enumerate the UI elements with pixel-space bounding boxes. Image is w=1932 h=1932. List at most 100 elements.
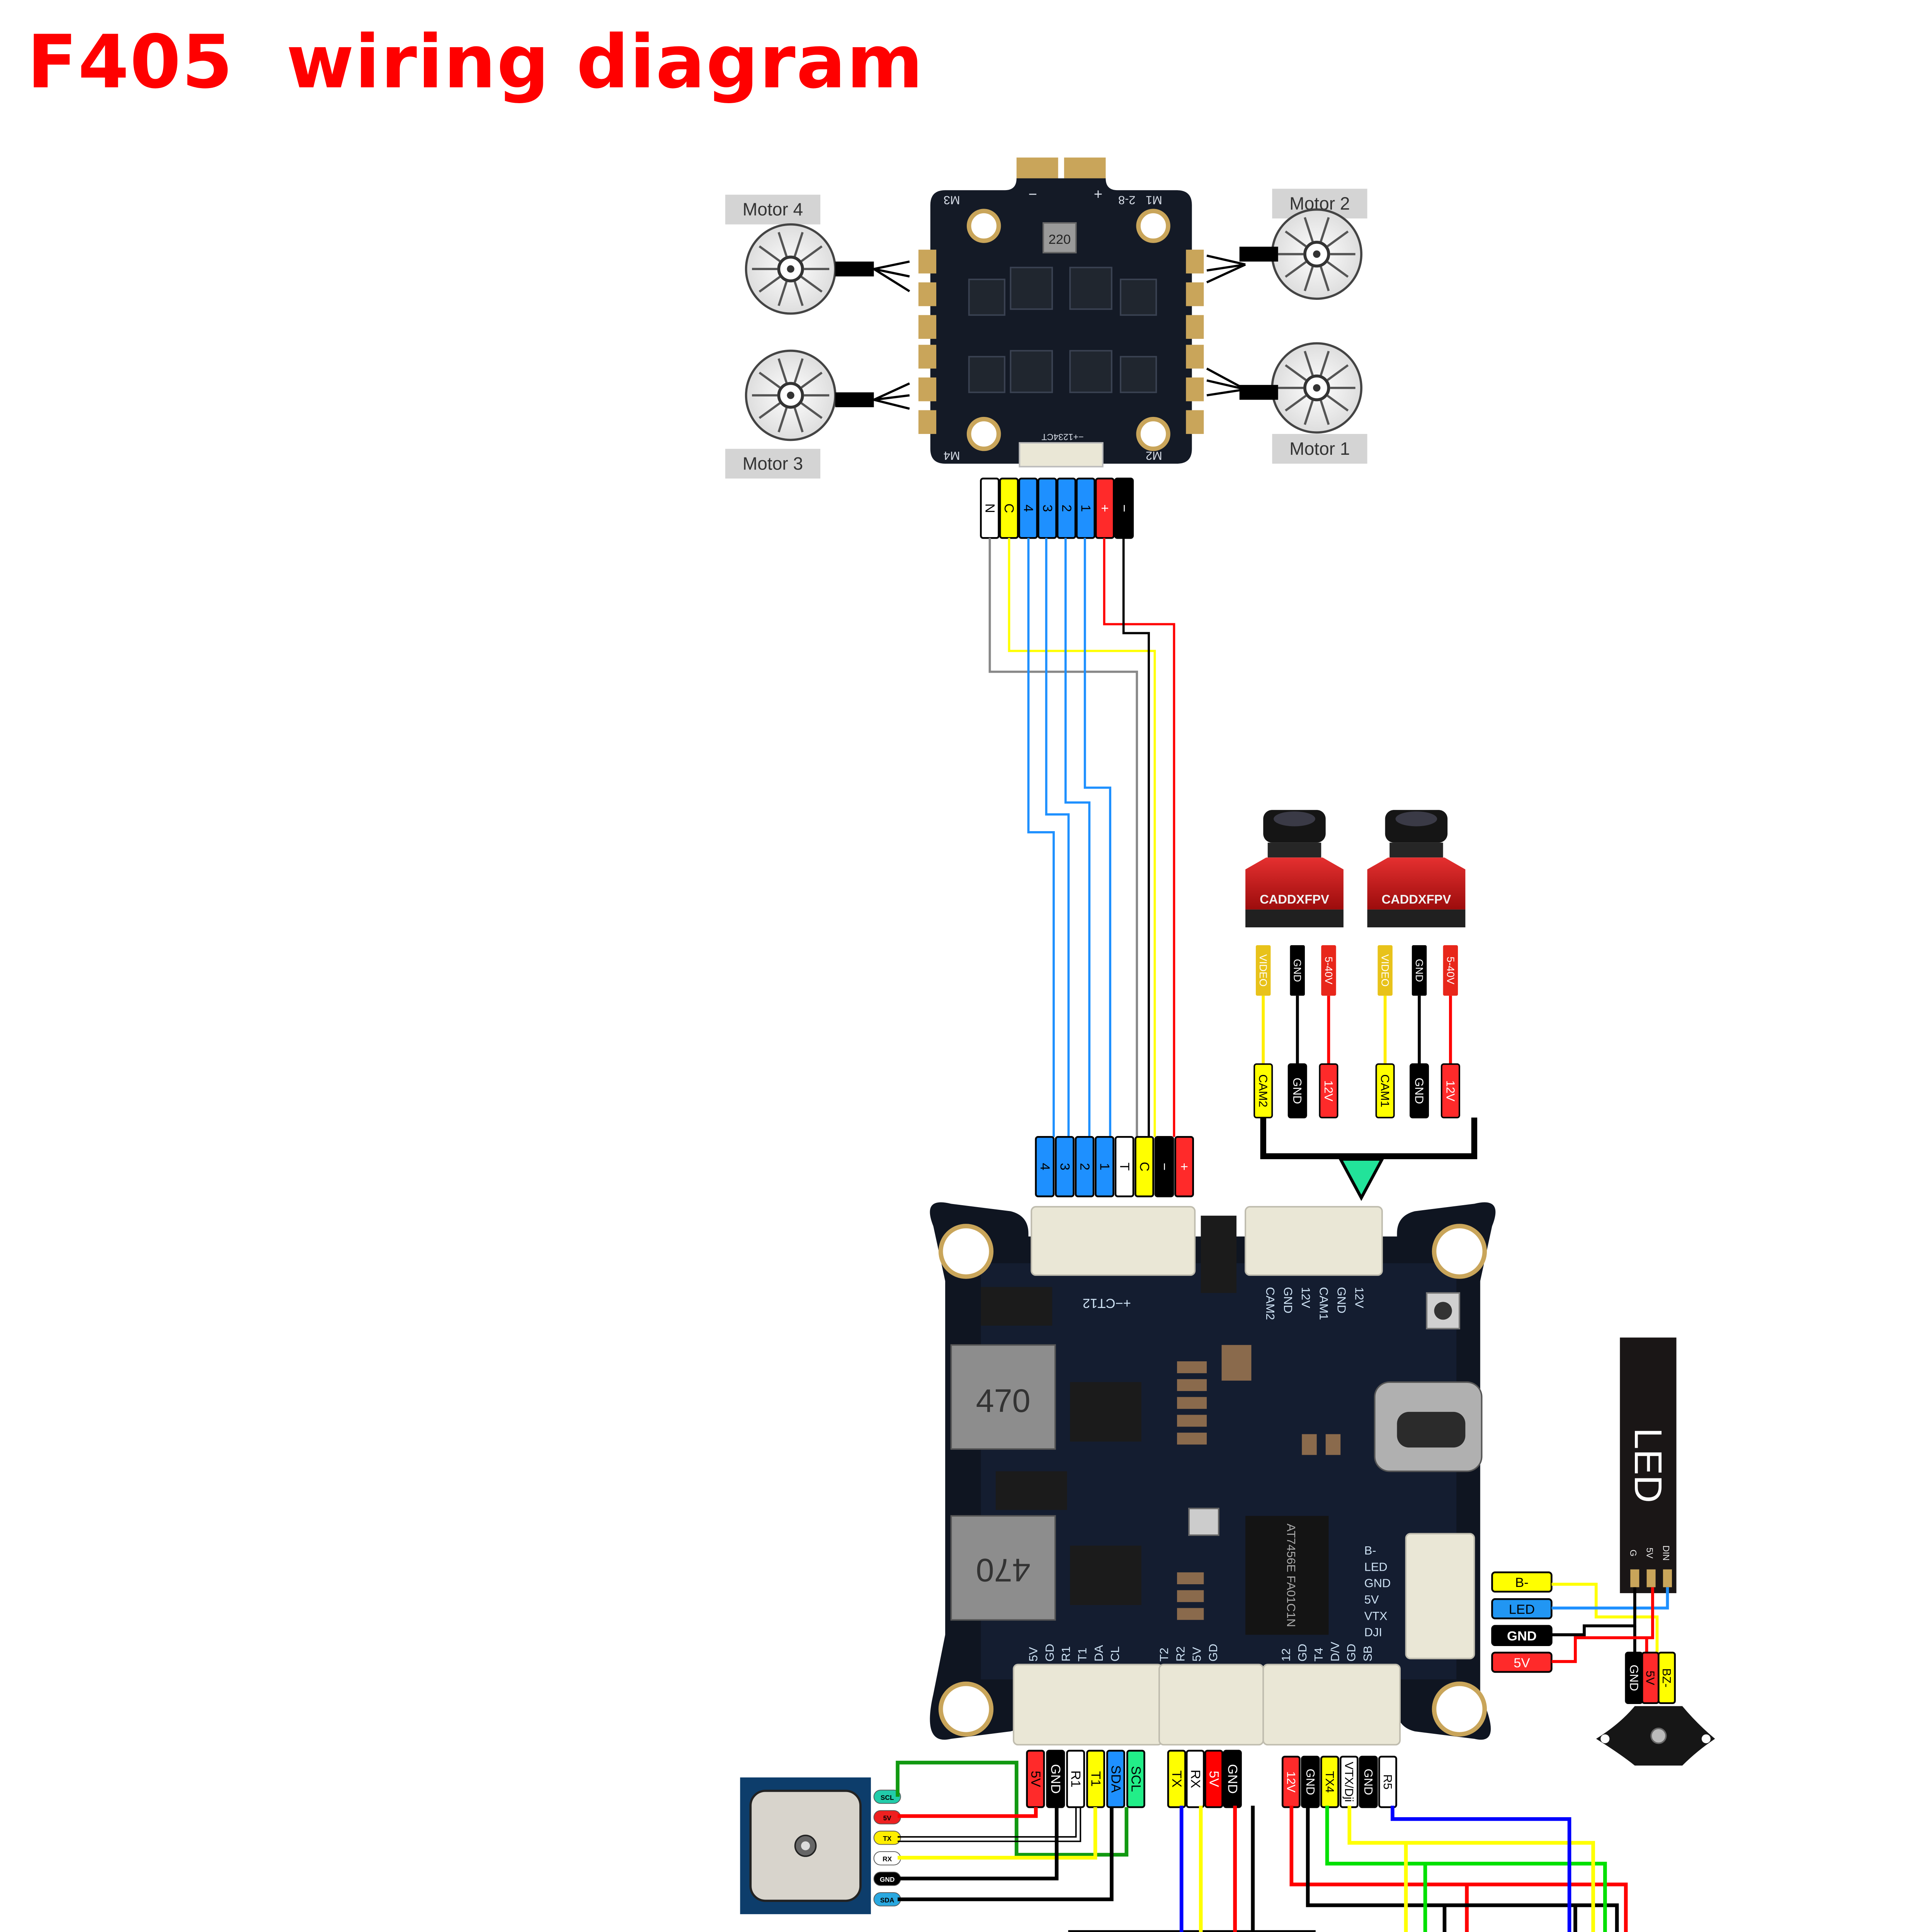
fc-inductor-1 bbox=[950, 1344, 1056, 1450]
rx-wires bbox=[1068, 1806, 1316, 1932]
camera-fc-pin-pad bbox=[1319, 1063, 1338, 1119]
fc-osd-chip-label: AT7456E FA01C1N bbox=[1284, 1524, 1298, 1627]
fc-esc-pad-pad bbox=[1174, 1136, 1194, 1197]
wire-tx-bus bbox=[1179, 1806, 1184, 1932]
fc-esc-pad-label: 3 bbox=[1057, 1163, 1072, 1170]
fc-led-connector bbox=[1405, 1533, 1475, 1660]
gps-pin bbox=[873, 1830, 901, 1845]
led-strip-pin-label: 5V bbox=[1645, 1548, 1655, 1559]
wire-m1 bbox=[1083, 538, 1111, 1137]
fc-silk-esc-conn: +−CT12 bbox=[1083, 1296, 1131, 1311]
camera-base bbox=[1245, 909, 1344, 927]
esc-pad-label: C bbox=[1002, 503, 1016, 513]
wire-gnd bbox=[898, 1807, 1059, 1881]
fc-silk-cam-pin: 12V bbox=[1353, 1287, 1366, 1308]
motor-phase-wire bbox=[873, 398, 910, 410]
camera-bracket bbox=[1260, 1117, 1478, 1201]
fc-vtx-pin-1: GND bbox=[1301, 1755, 1320, 1808]
esc-pad-label: N bbox=[983, 503, 997, 513]
wire-sda bbox=[898, 1807, 1114, 1901]
fc-esc-pad-label: C bbox=[1137, 1162, 1152, 1172]
fc-esc-pad-pad bbox=[1095, 1136, 1114, 1197]
fc-gps-pin-label: 5V bbox=[1028, 1771, 1043, 1787]
fc-gps-pin-pad bbox=[1126, 1750, 1145, 1808]
esc-chips bbox=[968, 267, 1157, 393]
fc-silk-right-pin: LED bbox=[1364, 1560, 1388, 1573]
fc-silk-pin: T4 bbox=[1312, 1648, 1325, 1662]
fc-crystal bbox=[1188, 1507, 1219, 1536]
fc-led-pin-label: B- bbox=[1515, 1575, 1529, 1590]
fc-silk-pin: GD bbox=[1206, 1644, 1220, 1662]
fc-camera-connector bbox=[1245, 1206, 1383, 1276]
buzzer-pin-label: 5V bbox=[1644, 1670, 1657, 1685]
fc-silk-pin: CL bbox=[1108, 1646, 1122, 1662]
fc-vtx-pin-label: 12V bbox=[1284, 1771, 1298, 1793]
buzzer-pin-pad bbox=[1658, 1651, 1676, 1704]
usb-c-port-inner bbox=[1397, 1412, 1466, 1448]
gps-pin-label: 5V bbox=[883, 1814, 892, 1822]
wire-rx-bus bbox=[1199, 1806, 1203, 1932]
fc-gps-pin-label: SCL bbox=[1128, 1766, 1143, 1792]
fc-rx-pin-1: RX bbox=[1185, 1750, 1205, 1808]
led-strip-label: LED bbox=[1626, 1428, 1670, 1503]
fc-silk-pin: T2 bbox=[1157, 1648, 1171, 1662]
buzzer-mount-hole-left bbox=[1600, 1734, 1610, 1743]
fc-gps-pin-1: GND bbox=[1046, 1750, 1065, 1808]
fc-gps-pin-label: R1 bbox=[1068, 1770, 1083, 1787]
fc-gps-pin-pad bbox=[1106, 1750, 1125, 1808]
camera-pin-pad bbox=[1443, 945, 1458, 996]
esc-pad-label: 1 bbox=[1078, 505, 1093, 512]
esc-pad-3: 3 bbox=[1037, 478, 1057, 539]
fc-inductor-2 bbox=[950, 1515, 1056, 1621]
camera-pin-label: GND bbox=[1413, 959, 1425, 982]
gps-pin bbox=[873, 1789, 901, 1804]
camera-fc-pin-label: CAM2 bbox=[1257, 1074, 1270, 1107]
fc-regulator-1 bbox=[1070, 1382, 1141, 1442]
fc-vtx-connector bbox=[1262, 1663, 1401, 1746]
fc-silk-pin: SB bbox=[1361, 1646, 1374, 1662]
fc-vtx-pin-3: VTX/Dji bbox=[1339, 1755, 1359, 1808]
esc-pad-0: N bbox=[980, 478, 1000, 539]
fc-silk-cam-pin: CAM1 bbox=[1317, 1287, 1330, 1320]
fc-gps-pin-4: SDA bbox=[1106, 1750, 1125, 1808]
fc-esc-pad-label: + bbox=[1177, 1163, 1192, 1170]
esc-silk-minus: − bbox=[1029, 186, 1037, 202]
esc-silk-m2: M2 bbox=[1146, 449, 1162, 463]
fc-silk-pin: 5V bbox=[1190, 1647, 1204, 1662]
fc-components: 470 470 AT7456E FA01C1N bbox=[950, 1216, 1483, 1635]
gps-wires bbox=[896, 1760, 1129, 1901]
fc-silk-pin: GD bbox=[1043, 1644, 1056, 1662]
motor-lead-sleeve bbox=[1239, 385, 1278, 400]
esc-silk-m4: M4 bbox=[944, 449, 960, 463]
wire-minus bbox=[1122, 538, 1150, 1137]
fc-gps-connector bbox=[1013, 1663, 1163, 1746]
fc-esc-pad-7: + bbox=[1174, 1136, 1194, 1197]
motor-phase-wire bbox=[1206, 379, 1246, 391]
motor-label-bg bbox=[725, 194, 821, 224]
motor-label: Motor 4 bbox=[743, 199, 803, 219]
fc-inductor-1-label: 470 bbox=[976, 1382, 1031, 1419]
led-strip-pad bbox=[1663, 1569, 1672, 1587]
fc-silk-right-pin: B- bbox=[1364, 1544, 1376, 1557]
fc-rx-pin-3: GND bbox=[1223, 1750, 1242, 1808]
camera-fc-pin-pad bbox=[1440, 1063, 1460, 1119]
camera-fc-pin-pad bbox=[1410, 1063, 1429, 1119]
buzzer-pin-label: BZ- bbox=[1660, 1668, 1673, 1688]
fc-diode-2 bbox=[995, 1471, 1067, 1510]
fc-esc-pad-pad bbox=[1134, 1136, 1154, 1197]
motor-label-bg bbox=[1272, 434, 1367, 464]
camera-pin-pad bbox=[1256, 945, 1271, 996]
motor-lead-sleeve bbox=[835, 392, 874, 407]
esc-motor-pads bbox=[918, 250, 1204, 434]
